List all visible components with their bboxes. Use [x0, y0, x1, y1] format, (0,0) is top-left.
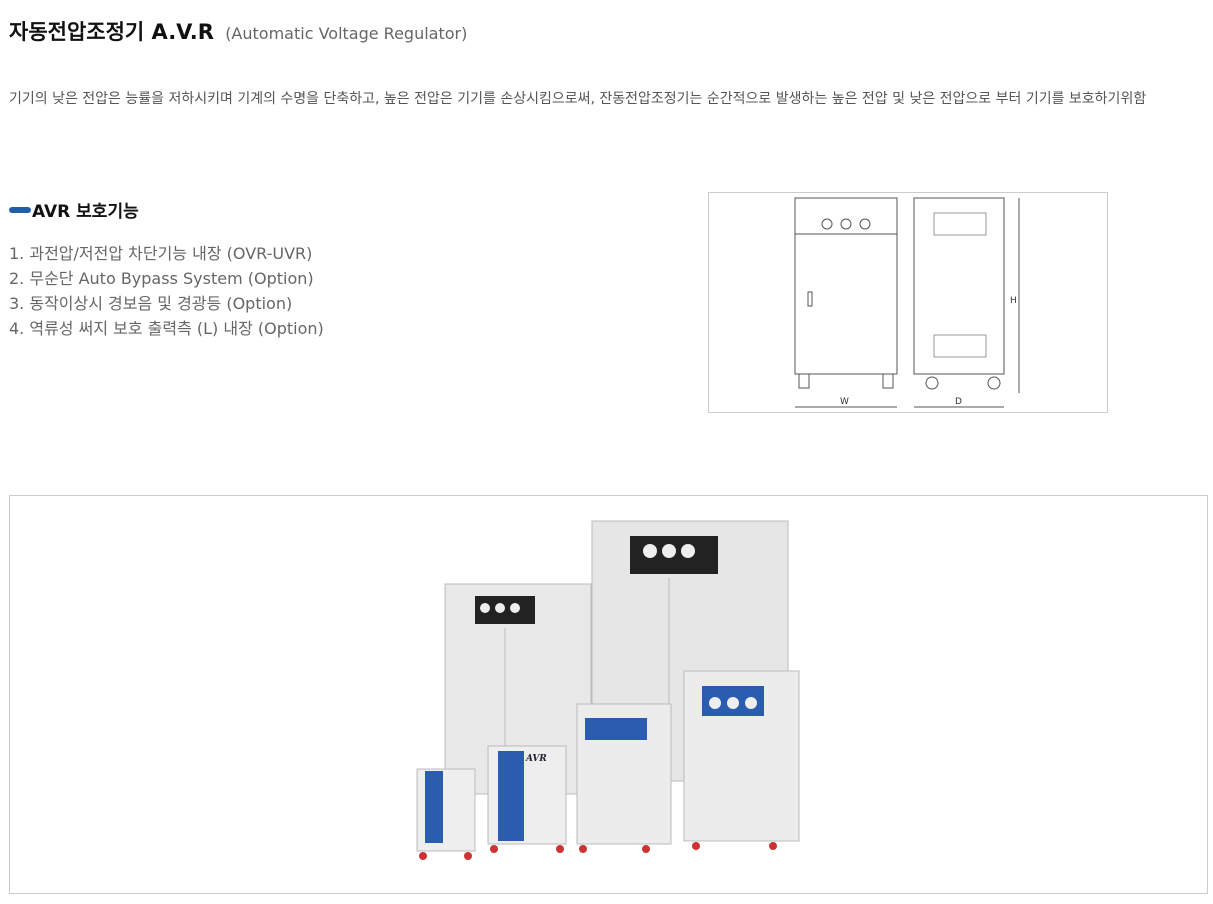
- avr-badge: AVR: [525, 754, 547, 764]
- section-heading: AVR 보호기능: [9, 197, 139, 222]
- description: 기기의 낮은 전압은 능률을 저하시키며 기계의 수명을 단축하고, 높은 전압…: [9, 91, 1147, 107]
- list-item: 3. 동작이상시 경보음 및 경광등 (Option): [9, 294, 293, 313]
- list-item: 2. 무순단 Auto Bypass System (Option): [9, 269, 314, 288]
- avr-unit-small-3: [576, 703, 672, 853]
- section-bar-icon: [9, 206, 31, 213]
- product-photo: AVR: [9, 495, 1208, 894]
- title-subtitle: (Automatic Voltage Regulator): [225, 24, 468, 43]
- page-title: 자동전압조정기 A.V.R (Automatic Voltage Regulat…: [9, 16, 467, 46]
- width-label: W: [840, 397, 849, 407]
- avr-unit-small-4: [683, 670, 800, 850]
- section-title: AVR 보호기능: [32, 202, 139, 222]
- avr-unit-small-1: [416, 768, 476, 860]
- height-label: H: [1010, 296, 1017, 306]
- list-item: 1. 과전압/저전압 차단기능 내장 (OVR-UVR): [9, 244, 313, 263]
- title-main: 자동전압조정기 A.V.R: [9, 20, 214, 44]
- depth-label: D: [955, 397, 962, 407]
- avr-unit-small-2: AVR: [487, 745, 567, 853]
- list-item: 4. 역류성 써지 보호 출력측 (L) 내장 (Option): [9, 319, 324, 338]
- dimension-diagram: W D H: [708, 192, 1108, 413]
- feature-list: 1. 과전압/저전압 차단기능 내장 (OVR-UVR) 2. 무순단 Auto…: [9, 241, 324, 341]
